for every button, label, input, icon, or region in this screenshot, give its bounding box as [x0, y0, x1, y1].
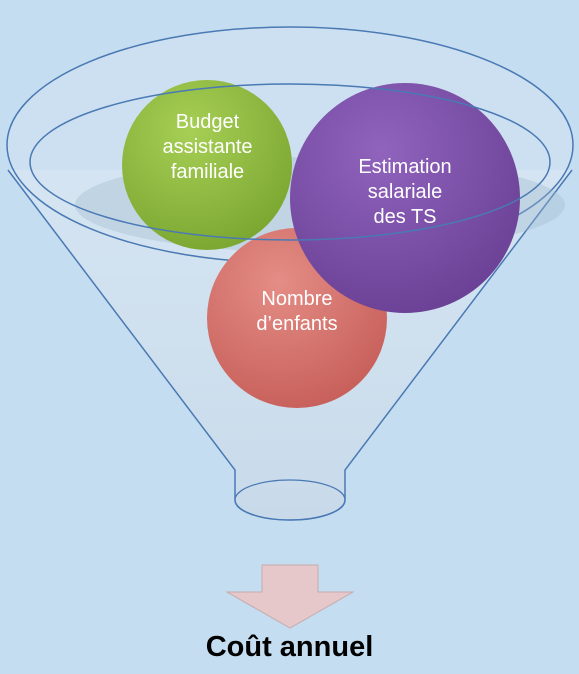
down-arrow-icon — [225, 564, 355, 629]
bubble-estimation-salariale — [290, 83, 520, 313]
bubble-label-budget: Budget assistante familiale — [162, 111, 253, 183]
funnel-inner-rim — [29, 83, 551, 241]
bubble-label-estimation: Estimation salariale des TS — [358, 156, 452, 228]
funnel-spout-rim — [234, 479, 346, 521]
result-label: Coût annuel — [205, 631, 374, 663]
bubble-budget-assistante — [122, 80, 292, 250]
bubble-label-enfants: Nombre d’enfants — [256, 288, 338, 335]
